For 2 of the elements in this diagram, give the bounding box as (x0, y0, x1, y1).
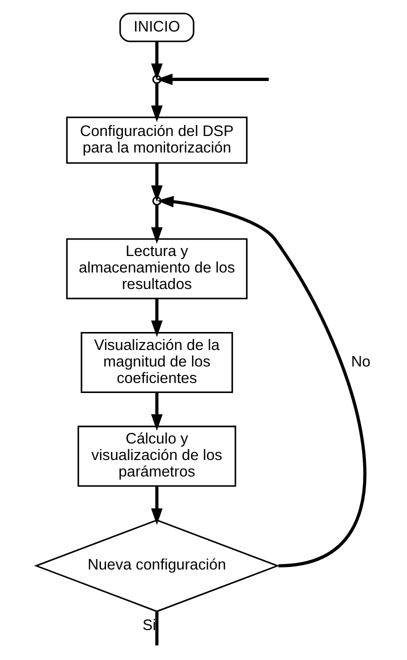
edge-label: Si (142, 616, 156, 634)
edge-label: No (351, 353, 371, 370)
